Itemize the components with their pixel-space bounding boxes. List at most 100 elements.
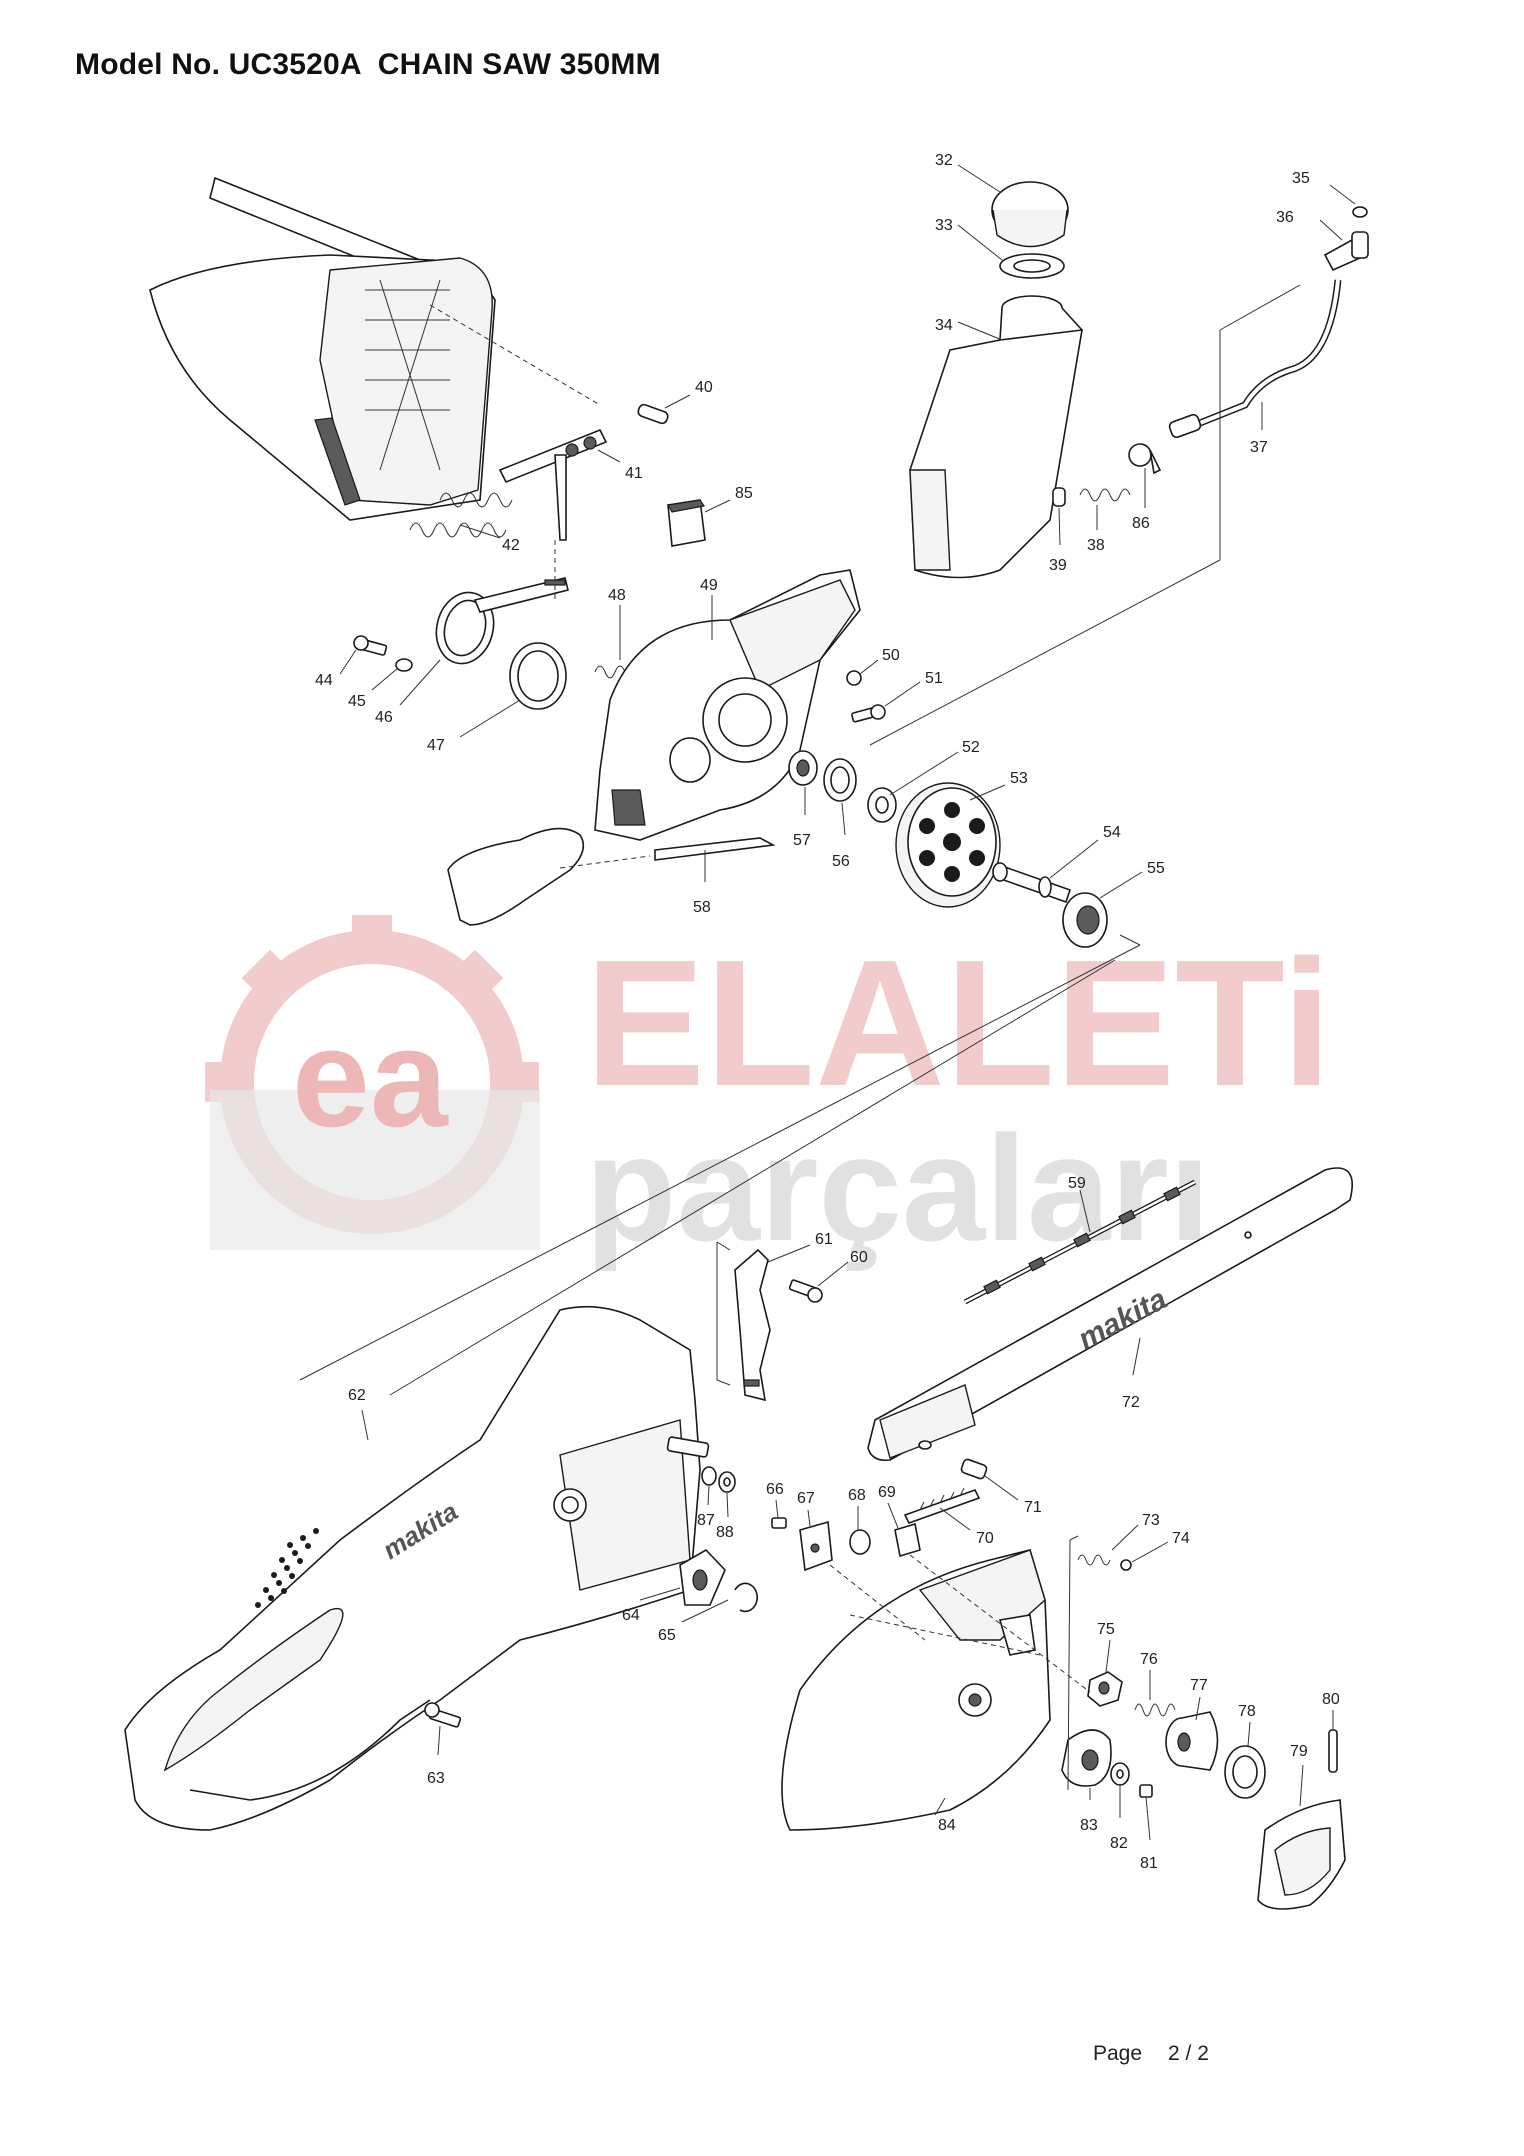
part-71-pin <box>960 1458 988 1480</box>
part-34-oil-tank <box>909 295 1084 579</box>
part-86-clamp <box>1128 443 1162 475</box>
label-72: 72 <box>1122 1394 1140 1411</box>
part-73-74-spring-ball <box>1077 1554 1132 1571</box>
part-40-pin <box>637 403 669 425</box>
part-33-gasket <box>999 253 1065 279</box>
part-39-ball <box>1052 487 1066 507</box>
part-46-brake-band <box>435 577 569 665</box>
part-36-elbow <box>1323 231 1369 272</box>
watermark-line1: ELALETi <box>585 923 1332 1124</box>
part-53-gear <box>895 782 1001 908</box>
part-44-screw <box>353 635 388 656</box>
part-32-oil-cap <box>991 181 1069 248</box>
part-79-knob-cover <box>1257 1799 1346 1910</box>
part-50-oring <box>846 670 862 686</box>
label-84: 84 <box>938 1817 956 1834</box>
label-61: 61 <box>815 1231 833 1248</box>
part-57-bearing <box>788 750 818 786</box>
part-55-bearing <box>1062 892 1108 948</box>
part-66-screw <box>771 1517 787 1529</box>
label-85: 85 <box>735 485 753 502</box>
part-65-retaining-ring <box>734 1582 758 1613</box>
label-88: 88 <box>716 1524 734 1541</box>
label-49: 49 <box>700 577 718 594</box>
label-79: 79 <box>1290 1743 1308 1760</box>
label-56: 56 <box>832 853 850 870</box>
label-55: 55 <box>1147 860 1165 877</box>
connection-lines-top <box>299 284 1301 1396</box>
page-title: Model No. UC3520A CHAIN SAW 350MM <box>75 48 661 81</box>
label-63: 63 <box>427 1770 445 1787</box>
label-54: 54 <box>1103 824 1121 841</box>
label-73: 73 <box>1142 1512 1160 1529</box>
part-81-screw <box>1139 1784 1153 1798</box>
part-63-screw <box>424 1702 462 1728</box>
watermark-line2: parçaları <box>585 1104 1210 1272</box>
part-83-sprocket-wheel <box>1061 1729 1112 1787</box>
part-64-cam <box>679 1548 726 1606</box>
label-64: 64 <box>622 1607 640 1624</box>
part-49-gear-housing <box>594 569 861 841</box>
part-42-spring <box>409 492 513 538</box>
label-41: 41 <box>625 465 643 482</box>
label-59: 59 <box>1068 1175 1086 1192</box>
label-74: 74 <box>1172 1530 1190 1547</box>
connection-lines-bottom <box>716 1241 1091 1791</box>
label-70: 70 <box>976 1530 994 1547</box>
label-67: 67 <box>797 1490 815 1507</box>
label-48: 48 <box>608 587 626 604</box>
label-81: 81 <box>1140 1855 1158 1872</box>
label-66: 66 <box>766 1481 784 1498</box>
part-35-oring <box>1352 206 1368 218</box>
label-35: 35 <box>1292 170 1310 187</box>
label-33: 33 <box>935 217 953 234</box>
part-69-sleeve <box>894 1522 921 1558</box>
label-68: 68 <box>848 1487 866 1504</box>
page-label: Page <box>1093 2042 1143 2065</box>
part-85-block <box>667 499 706 547</box>
part-41-brake-link <box>498 428 608 541</box>
part-52-bearing <box>867 787 897 823</box>
part-82-washer <box>1110 1762 1130 1786</box>
part-70-adjuster <box>903 1487 981 1524</box>
part-67-plate <box>799 1520 833 1572</box>
label-58: 58 <box>693 899 711 916</box>
label-76: 76 <box>1140 1651 1158 1668</box>
part-38-spring <box>1079 488 1131 502</box>
part-76-spring <box>1134 1703 1176 1717</box>
part-56-oil-seal <box>823 758 857 802</box>
label-60: 60 <box>850 1249 868 1266</box>
label-45: 45 <box>348 693 366 710</box>
label-80: 80 <box>1322 1691 1340 1708</box>
part-60-screw <box>788 1279 823 1303</box>
label-62: 62 <box>348 1387 366 1404</box>
part-61-chain-catcher <box>734 1248 771 1402</box>
label-40: 40 <box>695 379 713 396</box>
part-68-nut <box>849 1529 871 1555</box>
label-82: 82 <box>1110 1835 1128 1852</box>
label-51: 51 <box>925 670 943 687</box>
watermark-logo-text: ea <box>292 999 449 1156</box>
label-39: 39 <box>1049 557 1067 574</box>
label-42: 42 <box>502 537 520 554</box>
label-46: 46 <box>375 709 393 726</box>
label-44: 44 <box>315 672 333 689</box>
part-59-saw-chain <box>963 1179 1197 1305</box>
label-37: 37 <box>1250 439 1268 456</box>
label-34: 34 <box>935 317 953 334</box>
label-87: 87 <box>697 1512 715 1529</box>
label-77: 77 <box>1190 1677 1208 1694</box>
part-80-pin <box>1328 1729 1338 1773</box>
label-36: 36 <box>1276 209 1294 226</box>
label-71: 71 <box>1024 1499 1042 1516</box>
part-58-trigger-lever <box>447 827 776 926</box>
label-50: 50 <box>882 647 900 664</box>
label-47: 47 <box>427 737 445 754</box>
label-65: 65 <box>658 1627 676 1644</box>
label-78: 78 <box>1238 1703 1256 1720</box>
label-53: 53 <box>1010 770 1028 787</box>
label-86: 86 <box>1132 515 1150 532</box>
part-84-sprocket-cover <box>781 1549 1051 1831</box>
